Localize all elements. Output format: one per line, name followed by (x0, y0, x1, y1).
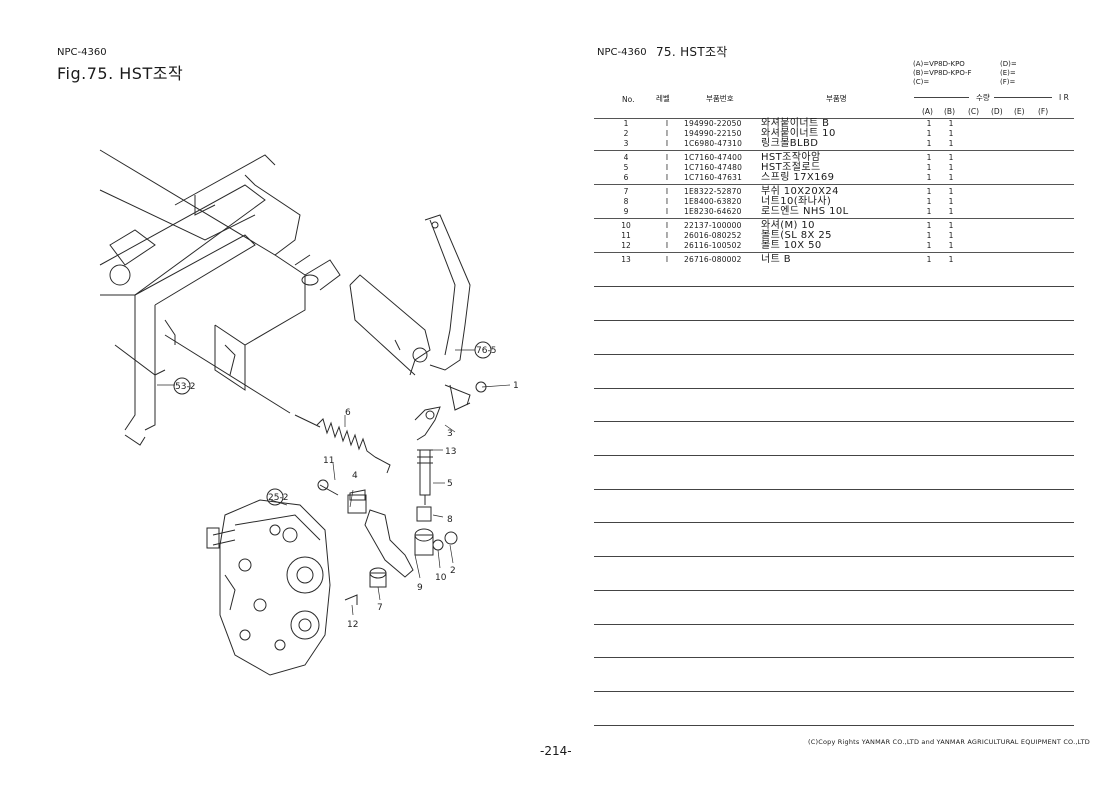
callout-13: 13 (445, 447, 456, 457)
header-qty: 수량 (976, 93, 990, 102)
blank-rule (594, 522, 1074, 523)
callout-8: 8 (447, 515, 453, 525)
group-rule (594, 184, 1074, 185)
blank-rule (594, 691, 1074, 692)
blank-rule (594, 556, 1074, 557)
header-qf: (F) (1038, 107, 1049, 116)
qty-rule-left (914, 97, 969, 98)
header-qb: (B) (944, 107, 955, 116)
group-rule (594, 218, 1074, 219)
header-ir: I R (1059, 93, 1069, 102)
callout-53-2: 53-2 (173, 377, 195, 395)
model-d: (D)= (1000, 60, 1017, 68)
group-rule (594, 150, 1074, 151)
callout-4: 4 (352, 471, 358, 481)
hst-arm (347, 494, 414, 578)
section-title: 75. HST조작 (656, 45, 728, 59)
blank-rule (594, 320, 1074, 321)
blank-rule (594, 421, 1074, 422)
callout-9: 9 (417, 583, 423, 593)
blank-rule (594, 286, 1074, 287)
page-number: -214- (540, 744, 572, 758)
small-parts (317, 381, 487, 605)
header-no: No. (622, 95, 635, 104)
header-level: 레벨 (656, 94, 670, 103)
header-name: 부품명 (826, 94, 847, 103)
qty-rule-right (994, 97, 1052, 98)
parts-diagram: 76-5 53-2 25-2 1 2 3 4 5 6 7 8 9 10 11 1… (99, 149, 519, 676)
callout-2: 2 (450, 566, 456, 576)
copyright: (C)Copy Rights YANMAR CO.,LTD and YANMAR… (808, 738, 1090, 746)
callout-10: 10 (435, 573, 447, 583)
header-qa: (A) (922, 107, 933, 116)
chassis-frame (99, 149, 341, 446)
callout-12: 12 (347, 620, 358, 630)
model-b: (B)=VP8D-KPO-F (913, 69, 972, 77)
blank-rule (594, 388, 1074, 389)
blank-rule (594, 354, 1074, 355)
callout-1: 1 (513, 381, 519, 391)
callout-7: 7 (377, 603, 383, 613)
callout-76-5: 76-5 (474, 341, 496, 359)
adjust-rod (417, 449, 433, 505)
leader-lines (157, 349, 511, 616)
header-qd: (D) (991, 107, 1003, 116)
callout-3: 3 (447, 429, 453, 439)
header-part-no: 부품번호 (706, 94, 734, 103)
model-a: (A)=VP8D-KPO (913, 60, 965, 68)
hst-pump (206, 499, 331, 676)
callout-25-2: 25-2 (266, 488, 288, 506)
svg-text:76-5: 76-5 (476, 346, 496, 356)
model-c: (C)= (913, 78, 930, 86)
blank-rule (594, 725, 1074, 726)
model-f: (F)= (1000, 78, 1016, 86)
figure-title: Fig.75. HST조작 (57, 64, 184, 83)
blank-rule (594, 455, 1074, 456)
left-page-code: NPC-4360 (57, 47, 107, 58)
blank-rule (594, 489, 1074, 490)
spring-part (164, 334, 391, 474)
svg-text:53-2: 53-2 (175, 382, 195, 392)
link-ball (414, 406, 441, 441)
blank-rule (594, 590, 1074, 591)
blank-rule (594, 657, 1074, 658)
model-e: (E)= (1000, 69, 1016, 77)
header-qe: (E) (1014, 107, 1025, 116)
callout-6: 6 (345, 408, 351, 418)
callout-5: 5 (447, 479, 453, 489)
blank-rule (594, 624, 1074, 625)
right-page-code: NPC-4360 (597, 47, 647, 58)
model-legend: (A)=VP8D-KPO (D)= (B)=VP8D-KPO-F (E)= (C)=… (913, 60, 1063, 87)
callout-11: 11 (323, 456, 334, 466)
hst-pedal (349, 214, 471, 411)
header-qc: (C) (968, 107, 980, 116)
table-header: No. 레벨 부품번호 부품명 수량 I R (A) (B) (C) (D) (… (594, 90, 1080, 120)
group-rule (594, 252, 1074, 253)
table-top-rule (594, 118, 1074, 119)
svg-text:25-2: 25-2 (268, 493, 288, 503)
